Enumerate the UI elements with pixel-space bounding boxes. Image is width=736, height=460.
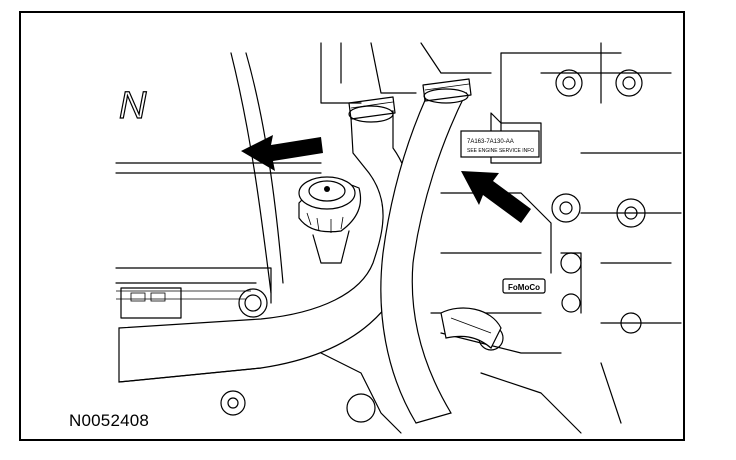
decal-line-2: SEE ENGINE SERVICE INFO: [467, 148, 534, 154]
brand-tag: FoMoCo: [502, 278, 546, 294]
lower-hose-arrow: [461, 171, 531, 223]
diagram-frame: N: [19, 11, 685, 441]
decal-line-1: 7A163-7A130-AA: [467, 139, 514, 145]
figure-id-label: N0052408: [69, 411, 150, 430]
upper-hose-arrow: [241, 135, 323, 171]
emission-decal: 7A163-7A130-AA SEE ENGINE SERVICE INFO: [460, 130, 540, 158]
brand-tag-text: FoMoCo: [508, 283, 540, 292]
engine-letter: N: [119, 85, 147, 127]
engine-bay-illustration: N: [115, 42, 682, 434]
hose-clamp: [440, 307, 502, 349]
lower-radiator-hose: [380, 78, 472, 424]
upper-radiator-hose: [118, 96, 415, 383]
coolant-reservoir-cap: [298, 176, 362, 264]
